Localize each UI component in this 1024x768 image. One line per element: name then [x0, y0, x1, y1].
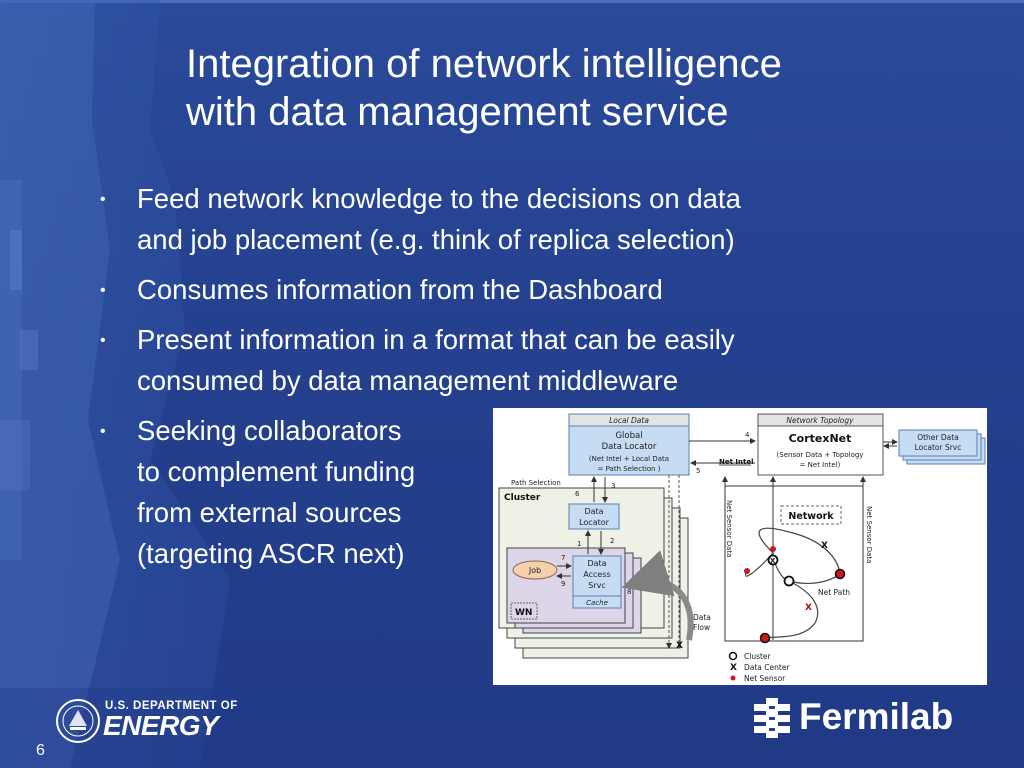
local-data-label: Local Data [609, 416, 649, 425]
data-center-x-1: X [821, 541, 828, 551]
doe-small-text: U.S. DEPARTMENT OF [105, 700, 238, 712]
path-selection-label: Path Selection [511, 479, 561, 487]
label-4: 4 [745, 431, 750, 439]
das-line-3: Srvc [588, 581, 606, 590]
label-1: 1 [577, 540, 581, 548]
gdl-line-2: Data Locator [602, 442, 657, 452]
other-locator-line-2: Locator Srvc [915, 443, 962, 452]
bullet-marker: • [100, 191, 106, 208]
label-9: 9 [561, 580, 565, 588]
bullet-1-line-2: and job placement (e.g. think of replica… [137, 224, 735, 255]
legend-net-sensor: Net Sensor [744, 674, 786, 683]
data-flow-line-2: Flow [693, 623, 710, 632]
bullet-marker: • [100, 423, 106, 440]
title-line-2: with data management service [186, 90, 729, 134]
net-path-label: Net Path [818, 588, 850, 597]
title-line-1: Integration of network intelligence [186, 42, 782, 86]
net-sensor-dot [744, 568, 750, 574]
net-sensor-data-right: Net Sensor Data [865, 506, 873, 563]
node-x-1: X [770, 557, 776, 565]
das-line-2: Access [583, 570, 610, 579]
label-6: 6 [575, 490, 580, 498]
bullet-1-line-1: Feed network knowledge to the decisions … [137, 183, 741, 214]
doe-seal-icon [56, 699, 100, 743]
net-sensor-data-left: Net Sensor Data [725, 500, 733, 557]
legend-cluster: Cluster [744, 652, 772, 661]
bullet-4-line-2: to complement funding [137, 456, 416, 487]
fermilab-text: Fermilab [799, 696, 954, 737]
net-sensor-node [759, 632, 771, 644]
cluster-node [767, 554, 779, 566]
bullet-marker: • [100, 282, 106, 299]
wn-label: WN [515, 608, 532, 618]
bullet-4-line-3: from external sources [137, 497, 402, 528]
network-label: Network [788, 511, 834, 522]
data-center-x-2: X [805, 603, 812, 613]
doe-big-text: ENERGY [103, 710, 219, 741]
bullet-item-2: • Consumes information from the Dashboar… [100, 269, 900, 310]
cortexnet-title: CortexNet [789, 432, 852, 445]
label-7: 7 [561, 554, 565, 562]
data-locator-box [568, 503, 620, 530]
data-locator-line-2: Locator [579, 518, 610, 527]
gdl-line-1: Global [615, 431, 642, 441]
bullet-item-4: • Seeking collaborators to complement fu… [100, 410, 497, 574]
data-flow-line-1: Data [693, 613, 711, 622]
label-3: 3 [611, 482, 615, 490]
bullet-item-3: • Present information in a format that c… [100, 319, 900, 401]
cluster-node [783, 575, 795, 587]
job-ellipse [512, 560, 558, 580]
bullet-item-1: • Feed network knowledge to the decision… [100, 178, 900, 260]
gdl-line-3: (Net Intel + Local Data [589, 455, 669, 463]
bullet-3-line-2: consumed by data management middleware [137, 365, 679, 396]
fermilab-mark-icon [754, 698, 790, 738]
cortexnet-sub-1: (Sensor Data + Topology [777, 451, 864, 459]
job-label: Job [528, 566, 541, 575]
other-locator-box [898, 429, 978, 457]
network-topology-label: Network Topology [786, 416, 854, 425]
label-2: 2 [610, 537, 614, 545]
other-locator-line-1: Other Data [917, 433, 959, 442]
net-sensor-node [834, 568, 846, 580]
legend-x: X [730, 663, 737, 673]
bullet-marker: • [100, 332, 106, 349]
cluster-label: Cluster [504, 493, 541, 503]
bullet-2-line-1: Consumes information from the Dashboard [137, 274, 663, 305]
cache-label: Cache [586, 599, 608, 607]
net-intel-label: Net Intel [719, 458, 753, 466]
page-number: 6 [36, 742, 45, 759]
data-access-box [572, 555, 622, 597]
bullet-3-line-1: Present information in a format that can… [137, 324, 735, 355]
legend-data-center: Data Center [744, 663, 790, 672]
fermilab-logo: Fermilab [752, 696, 992, 746]
bullet-list: • Feed network knowledge to the decision… [100, 178, 900, 583]
label-8: 8 [627, 588, 631, 596]
network-label-box [780, 505, 842, 525]
data-locator-line-1: Data [584, 507, 603, 516]
bullet-4-line-4: (targeting ASCR next) [137, 538, 405, 569]
gdl-line-4: = Path Selection ) [598, 465, 661, 473]
bullet-4-line-1: Seeking collaborators [137, 415, 402, 446]
slide-title: Integration of network intelligence with… [186, 40, 986, 136]
cortexnet-sub-2: = Net Intel) [800, 461, 841, 469]
net-sensor-dot [770, 546, 776, 552]
doe-logo: U.S. DEPARTMENT OF ENERGY [55, 698, 245, 746]
das-line-1: Data [587, 559, 606, 568]
label-5: 5 [696, 467, 700, 475]
architecture-diagram: Local Data Global Data Locator (Net Inte… [493, 408, 987, 685]
data-flow-x: X [676, 641, 683, 651]
